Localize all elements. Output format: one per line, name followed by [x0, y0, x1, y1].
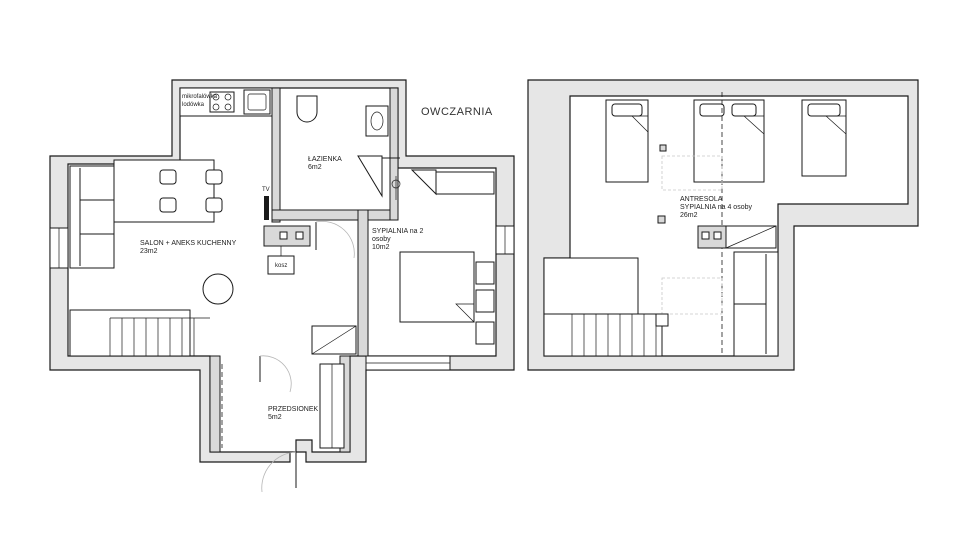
room-label-line: SALON + ANEKS KUCHENNY: [140, 240, 237, 247]
windows: [49, 225, 515, 371]
round-table: [202, 273, 234, 305]
partition-entry-left: [209, 355, 221, 453]
small-box-2: [657, 215, 666, 224]
partition-kitchen-bath: [271, 87, 281, 223]
shower: [357, 155, 383, 198]
toilet: [296, 95, 318, 123]
dining-table: [113, 159, 215, 223]
room-label-line: 10m2: [372, 244, 390, 251]
tv-unit: [264, 196, 269, 220]
room-label-antresola: ANTRESOLA SYPIALNIA na 4 osoby 26m2: [680, 196, 752, 220]
lower-block: [543, 257, 639, 315]
bath-washbasin: [365, 105, 389, 137]
partition-bath-bottom: [271, 209, 397, 221]
wardrobe: [435, 171, 495, 195]
room-label-line: 23m2: [140, 248, 158, 255]
room-label-przedsionek: PRZEDSIONEK 5m2: [268, 406, 318, 422]
tv-label: TV: [262, 187, 270, 193]
bin-label: kosz: [275, 263, 288, 269]
room-label-salon: SALON + ANEKS KUCHENNY 23m2: [140, 240, 236, 256]
ground-floor-plan: [49, 79, 515, 493]
stair-landing: [655, 313, 669, 327]
small-box-1: [659, 144, 667, 152]
partition-bath-right: [389, 87, 399, 221]
double-bed: [399, 251, 475, 323]
chairs: [159, 169, 223, 213]
room-label-line: SYPIALNIA na 4 osoby: [680, 204, 752, 211]
wardrobe-hatch: [410, 169, 437, 196]
room-label-line: SYPIALNIA na 2: [372, 228, 424, 235]
upper-floor-plan: [527, 79, 919, 371]
room-label-line: 26m2: [680, 212, 698, 219]
room-label-lazienka: ŁAZIENKA 6m2: [308, 156, 342, 172]
upper-stairs: [543, 313, 663, 357]
room-label-sypialnia: SYPIALNIA na 2 osoby 10m2: [372, 228, 423, 252]
plan-title: OWCZARNIA: [421, 106, 493, 118]
partition-bedroom-left: [357, 209, 369, 357]
room-label-line: osoby: [372, 236, 391, 243]
kitchen-label-microwave: mikrofalówka: [182, 94, 218, 100]
upper-stair-treads: [571, 314, 657, 356]
nightstands: [475, 261, 495, 345]
stairs: [69, 309, 191, 357]
room-label-line: 6m2: [308, 164, 322, 171]
sofa: [69, 165, 115, 269]
void-outline-1: [661, 155, 723, 191]
room-label-line: PRZEDSIONEK: [268, 406, 319, 413]
void-outline-2: [661, 277, 723, 315]
kitchen-label-fridge: lodówka: [182, 102, 205, 108]
room-label-line: ANTRESOLA: [680, 196, 723, 203]
stair-treads: [109, 317, 210, 356]
room-label-line: ŁAZIENKA: [308, 156, 342, 163]
cooktop: [209, 91, 235, 113]
room-label-line: 5m2: [268, 414, 282, 421]
door-swings: [259, 221, 355, 493]
